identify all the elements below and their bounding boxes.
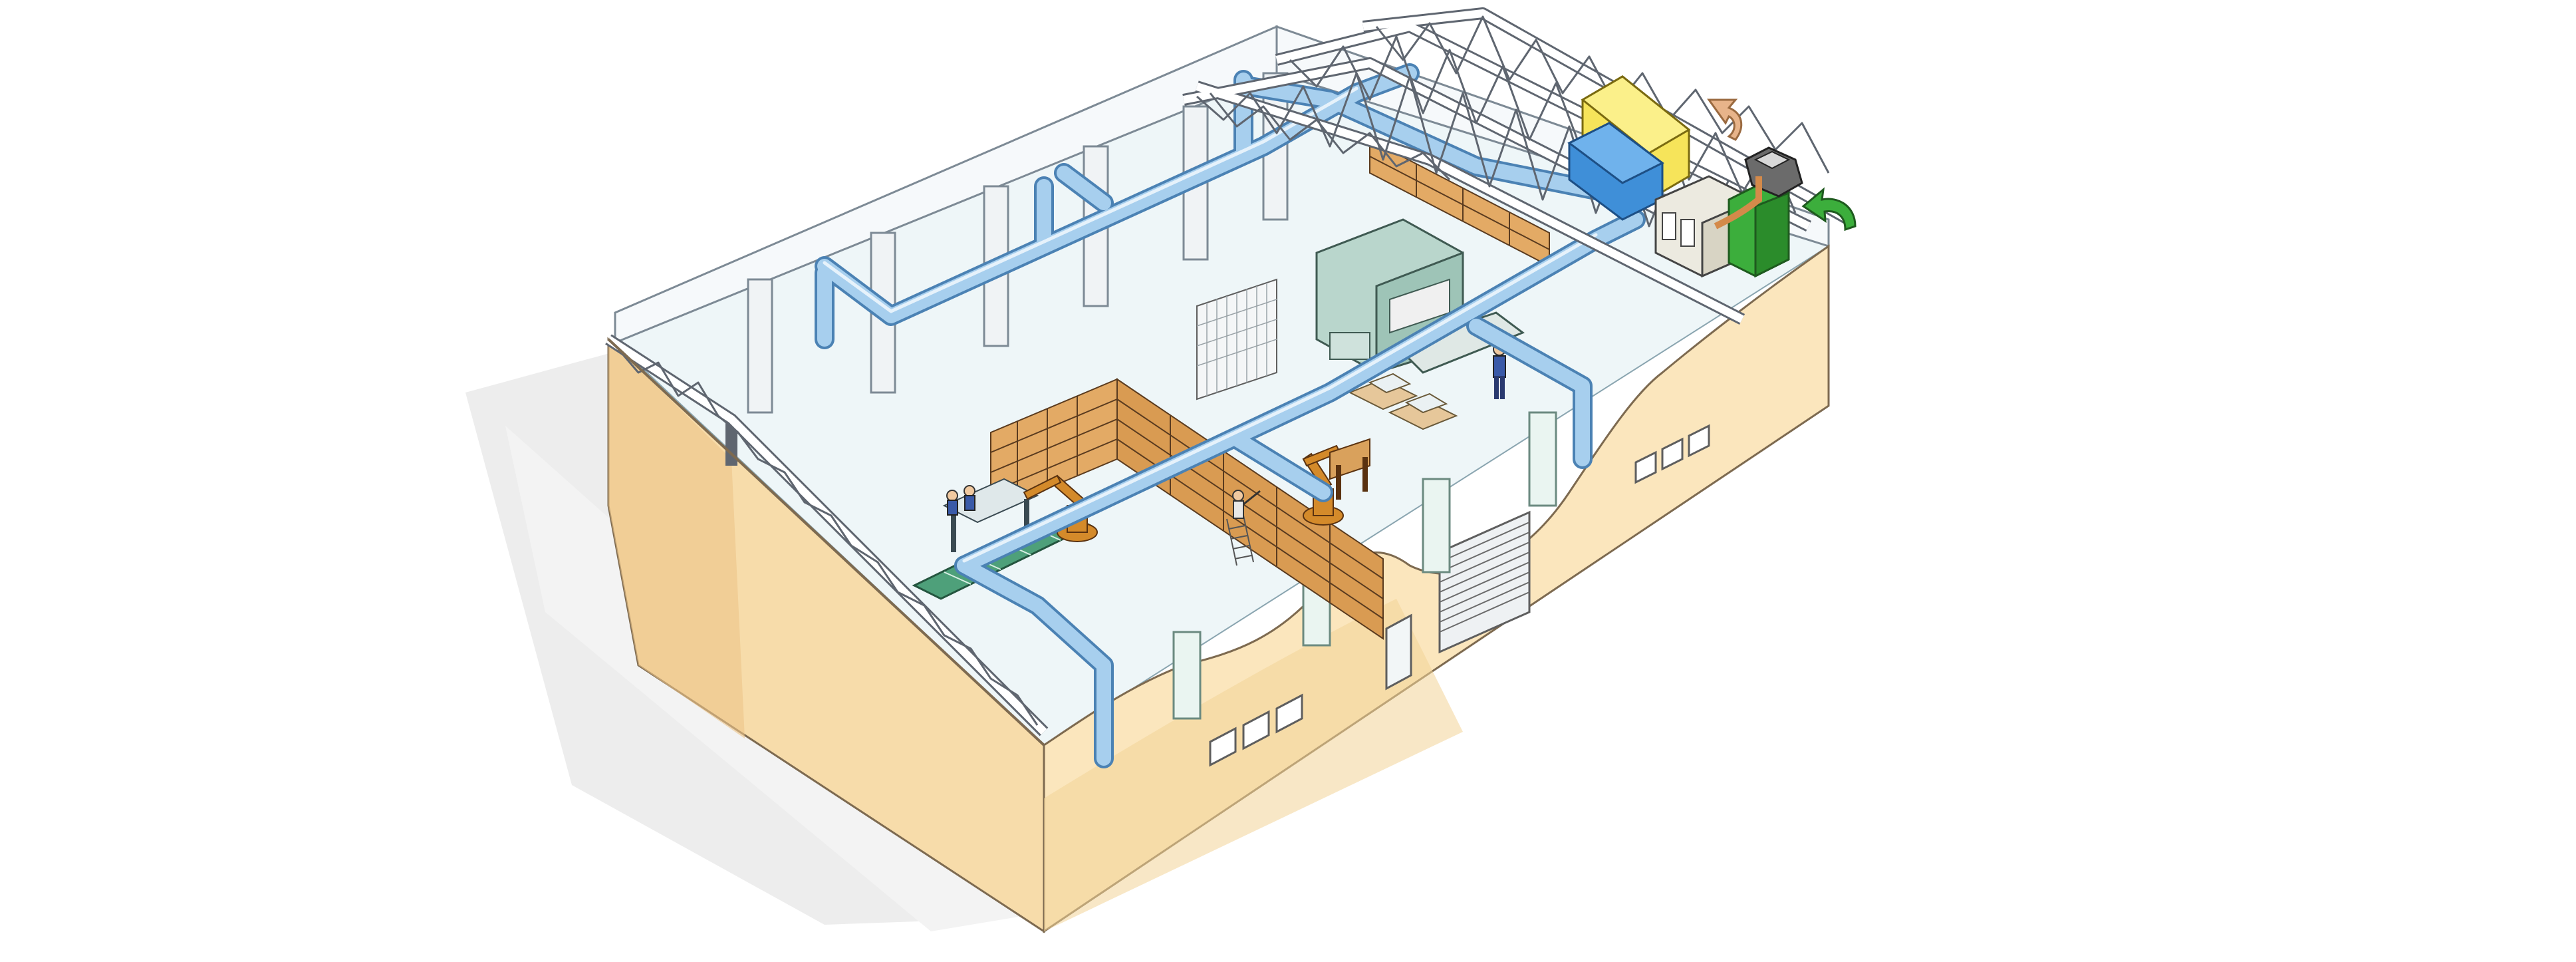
roof-fan-icon: [1714, 146, 1803, 230]
curved-arrow-left-icon: [1801, 187, 1857, 232]
worker-ladder-icon: [1226, 490, 1261, 566]
side-door: [1385, 613, 1412, 691]
robot-arm-icon-2: [1302, 444, 1344, 526]
curved-arrow-up-icon: [1707, 98, 1743, 141]
worker-desk-icon: [946, 485, 975, 516]
mesh-panel: [1196, 278, 1277, 401]
wall-windows-left: [1209, 693, 1303, 767]
pallets: [1348, 373, 1458, 430]
work-desk: [942, 478, 1039, 552]
wall-windows-right: [1634, 424, 1710, 484]
crate-stand: [1329, 438, 1370, 500]
shelving-back: [1369, 138, 1550, 267]
front-right-wall-glow: [1044, 599, 1463, 931]
roller-gate: [1438, 510, 1531, 654]
rooftop-unit: [1567, 75, 1790, 278]
ductwork: [815, 63, 1646, 768]
wall-top-rim: [607, 338, 1045, 746]
front-left-wall-shade: [608, 339, 745, 738]
